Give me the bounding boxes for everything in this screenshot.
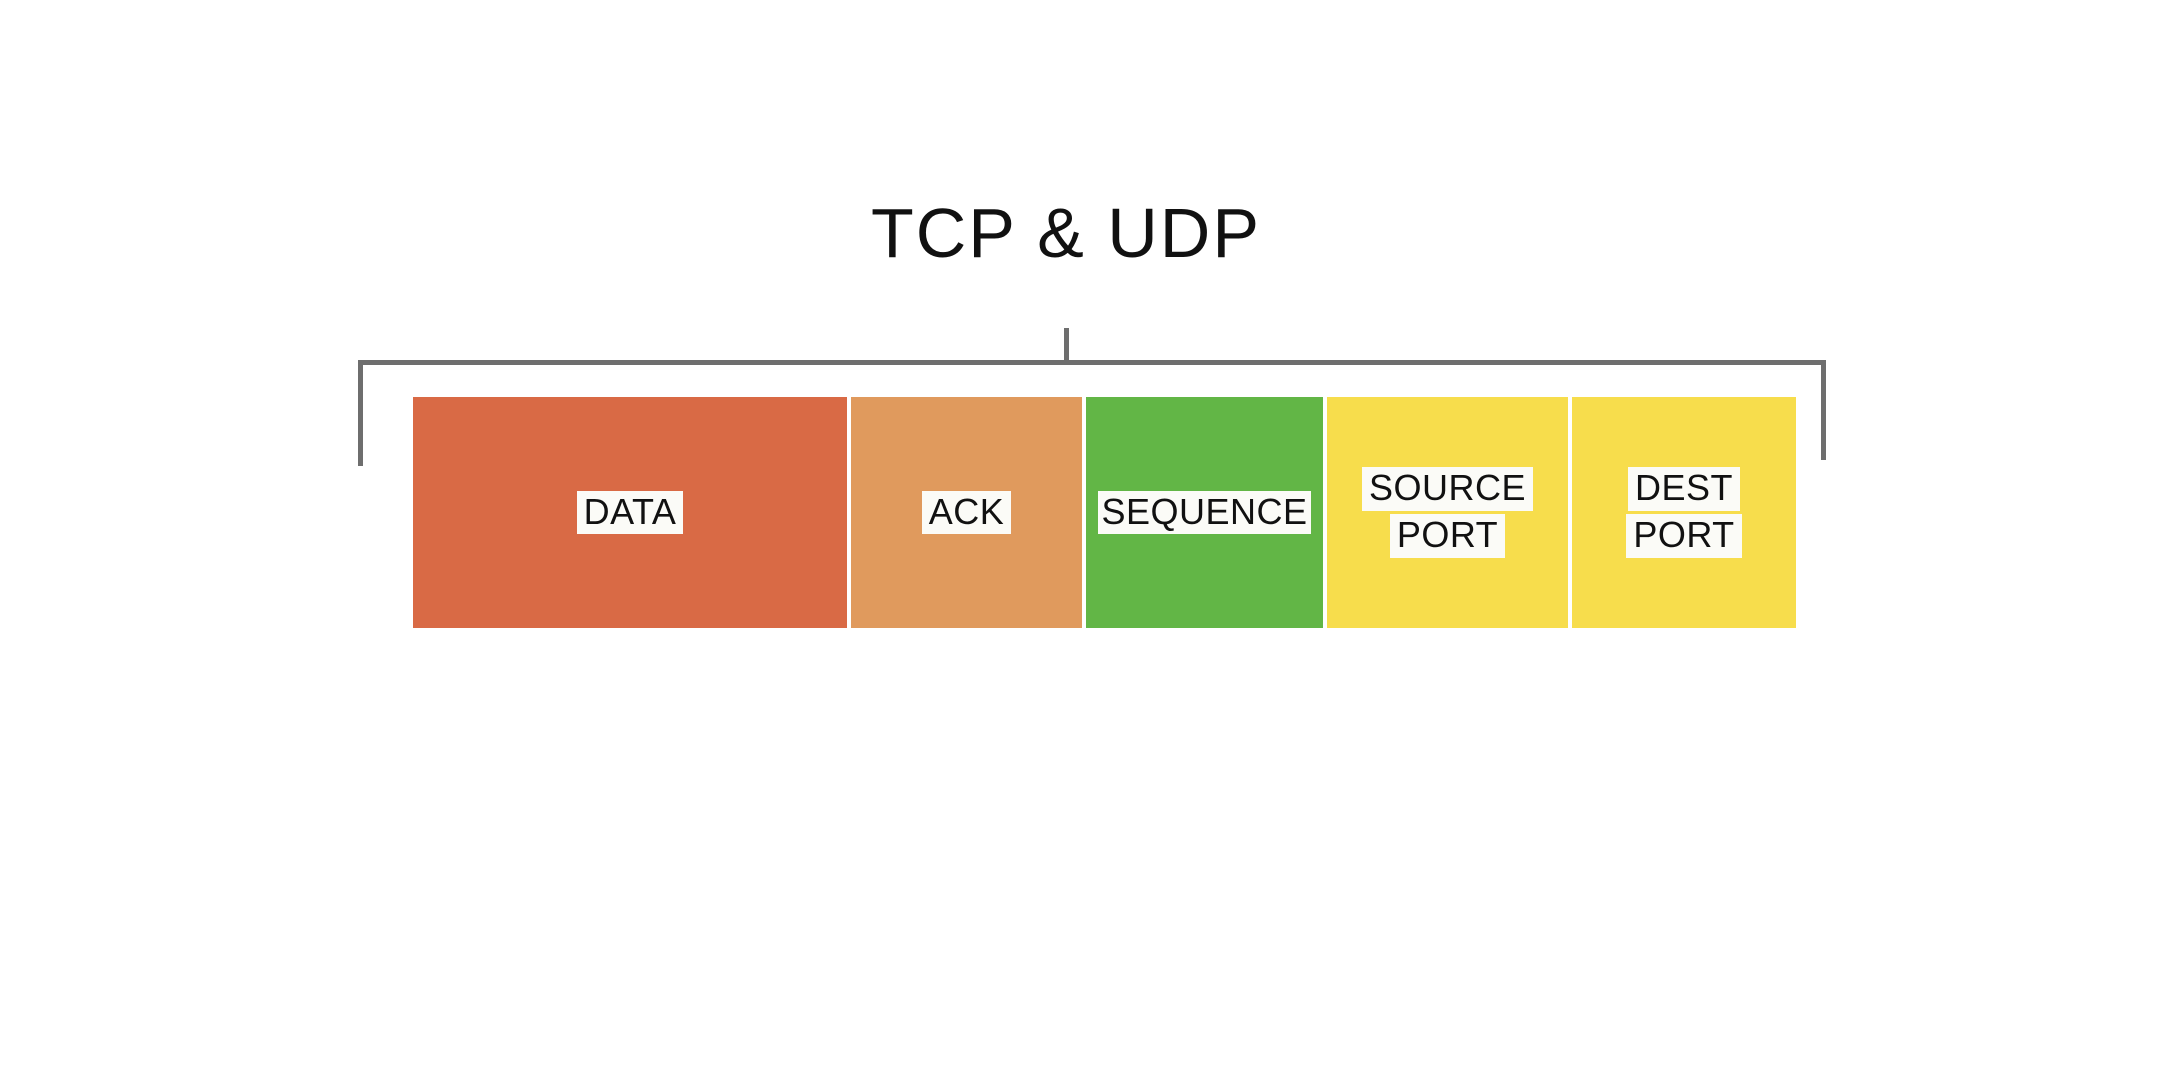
bracket-top-line [358,360,1826,365]
segment-label-dest-port: DEST [1627,467,1740,511]
bracket-center-tick [1064,328,1069,362]
segment-label-data: DATA [576,490,684,535]
segment-block-sequence[interactable]: SEQUENCE [1086,397,1323,628]
bracket-right-cap [1821,360,1826,460]
segment-label-source-port: PORT [1389,514,1506,558]
page-title: TCP & UDP [870,194,1262,272]
span-bracket [358,328,1826,466]
segment-label-ack: ACK [921,490,1012,535]
bracket-left-cap [358,360,363,466]
segment-label-source-port: SOURCE [1361,467,1534,511]
segment-label-sequence: SEQUENCE [1098,490,1311,535]
segment-block-data[interactable]: DATA [413,397,847,628]
segment-label-dest-port: PORT [1626,514,1742,558]
segment-block-ack[interactable]: ACK [851,397,1082,628]
